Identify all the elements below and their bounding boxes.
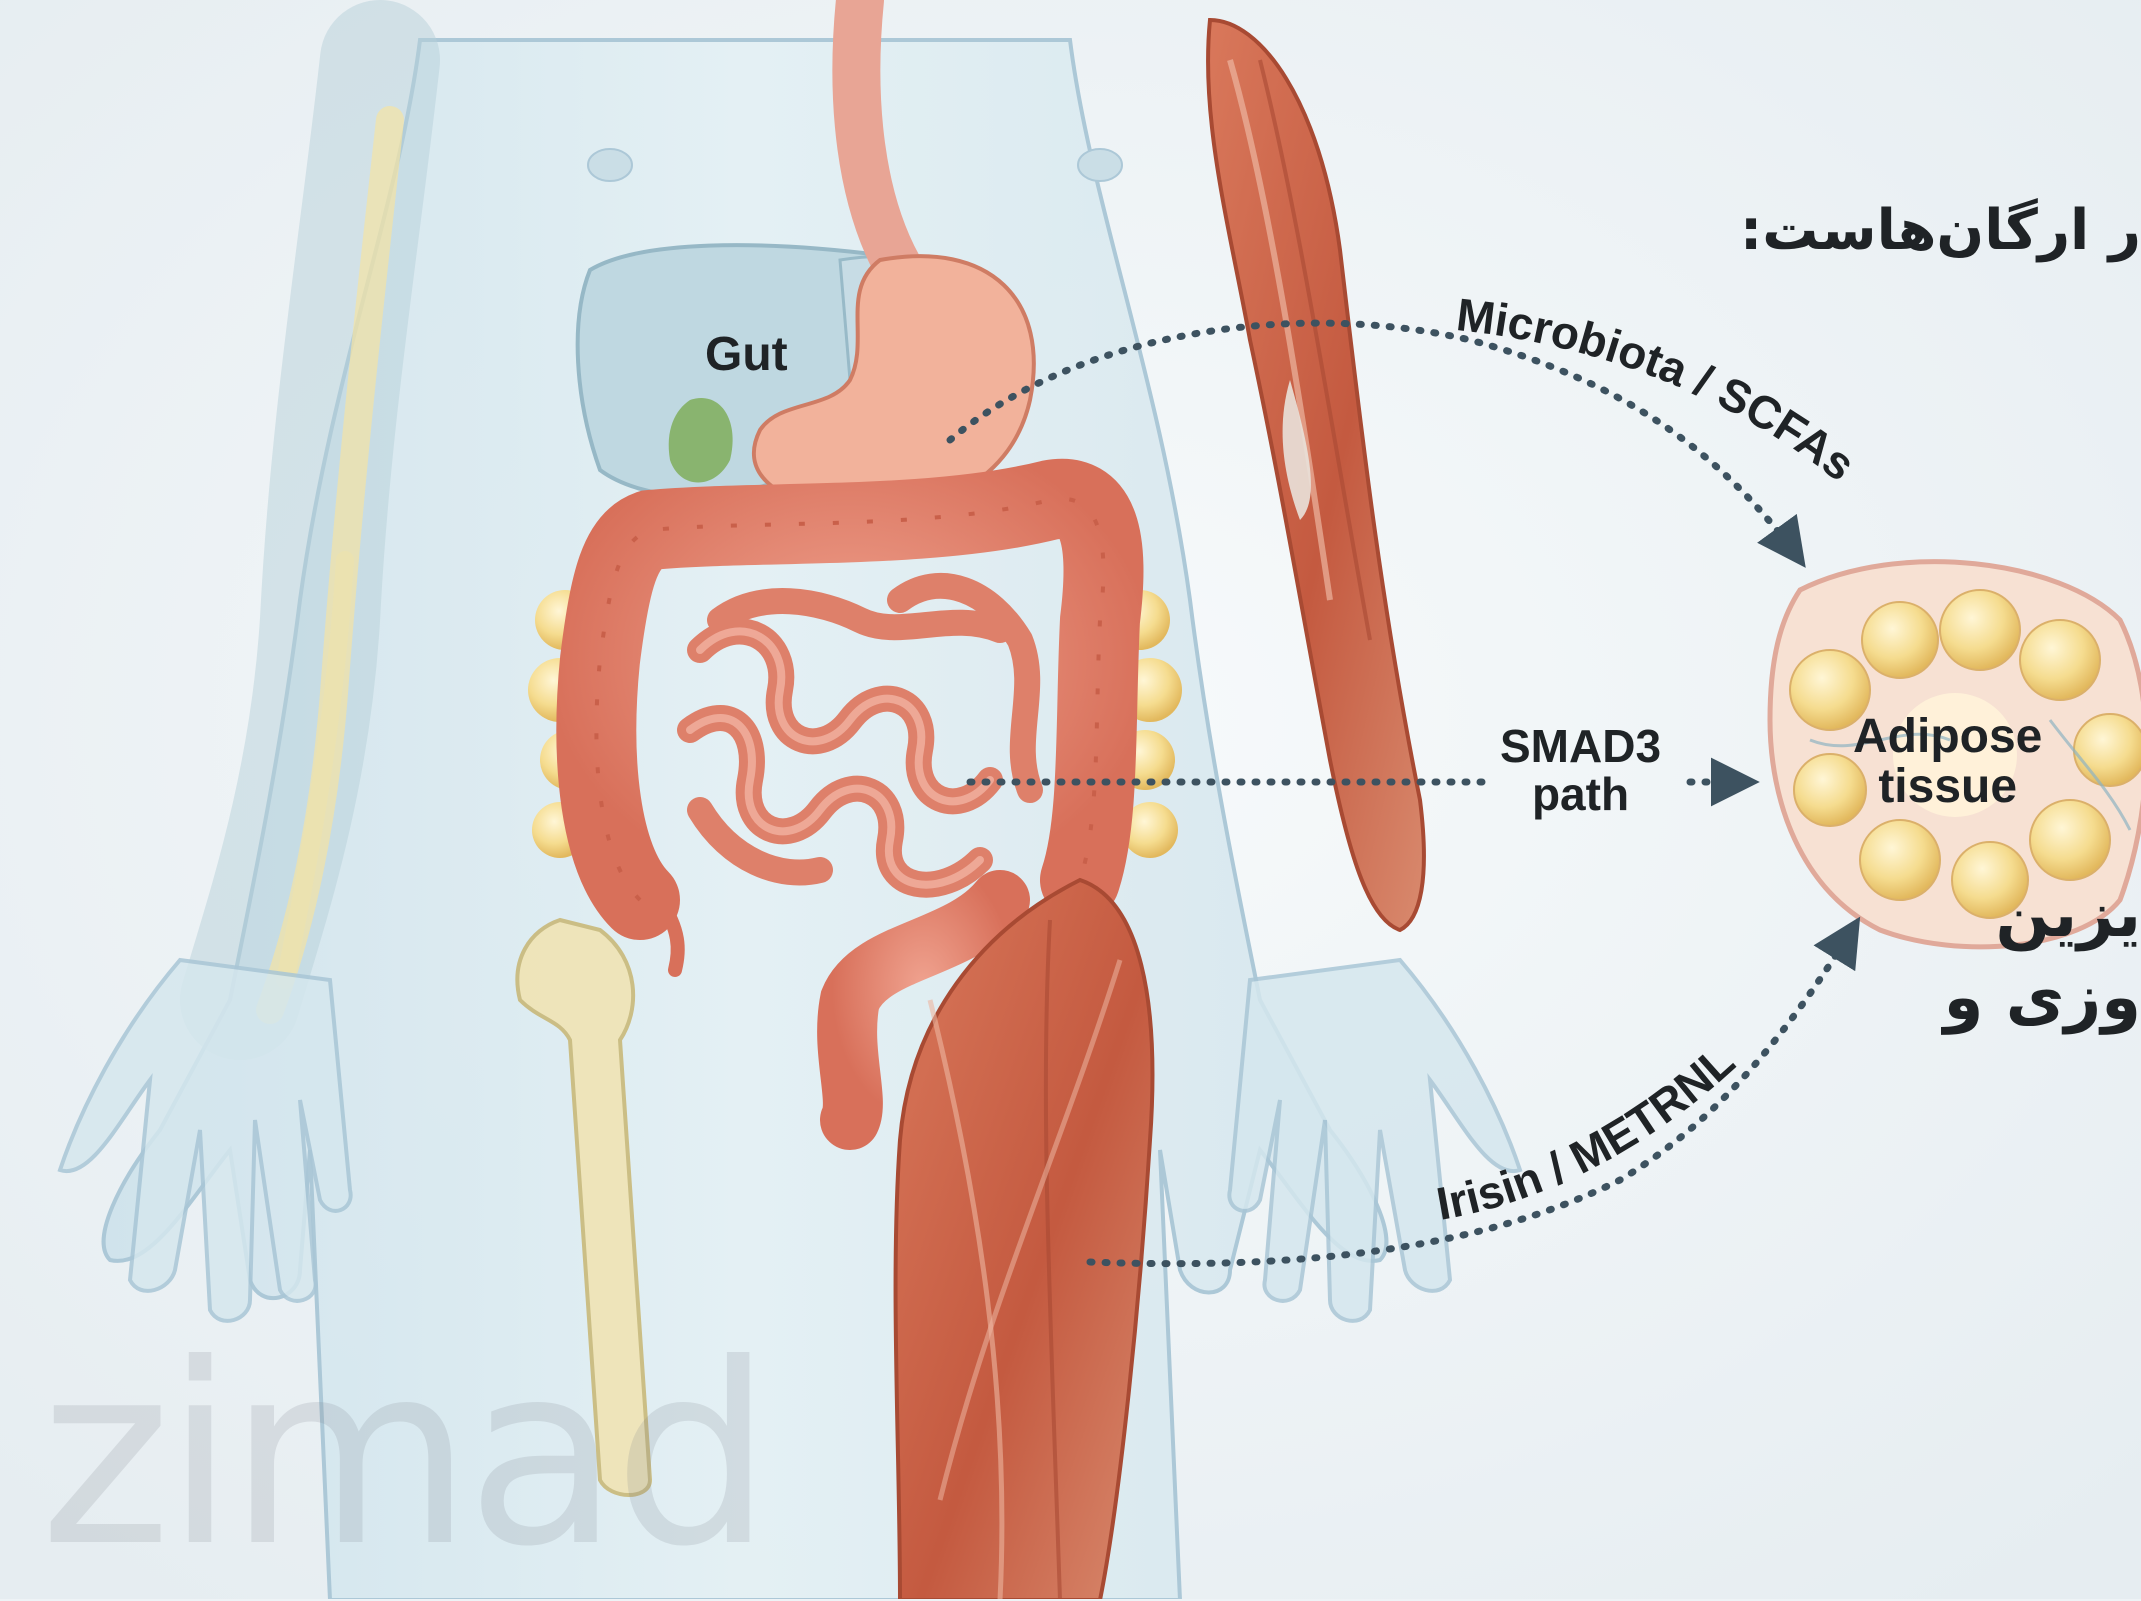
gut-label: Gut xyxy=(705,330,788,380)
smad3-line1: SMAD3 xyxy=(1500,722,1661,770)
persian-line1: یزین xyxy=(1996,882,2141,949)
persian-line2: وزی و xyxy=(1944,965,2141,1032)
smad3-line2: path xyxy=(1500,770,1661,818)
adipose-label: Adipose tissue xyxy=(1853,712,2042,813)
adipose-line2: tissue xyxy=(1853,762,2042,812)
persian-header: ر ارگان‌هاست: xyxy=(1740,202,2141,261)
smad3-label: SMAD3 path xyxy=(1500,722,1661,819)
watermark: zimad xyxy=(40,1310,766,1601)
adipose-line1: Adipose xyxy=(1853,712,2042,762)
